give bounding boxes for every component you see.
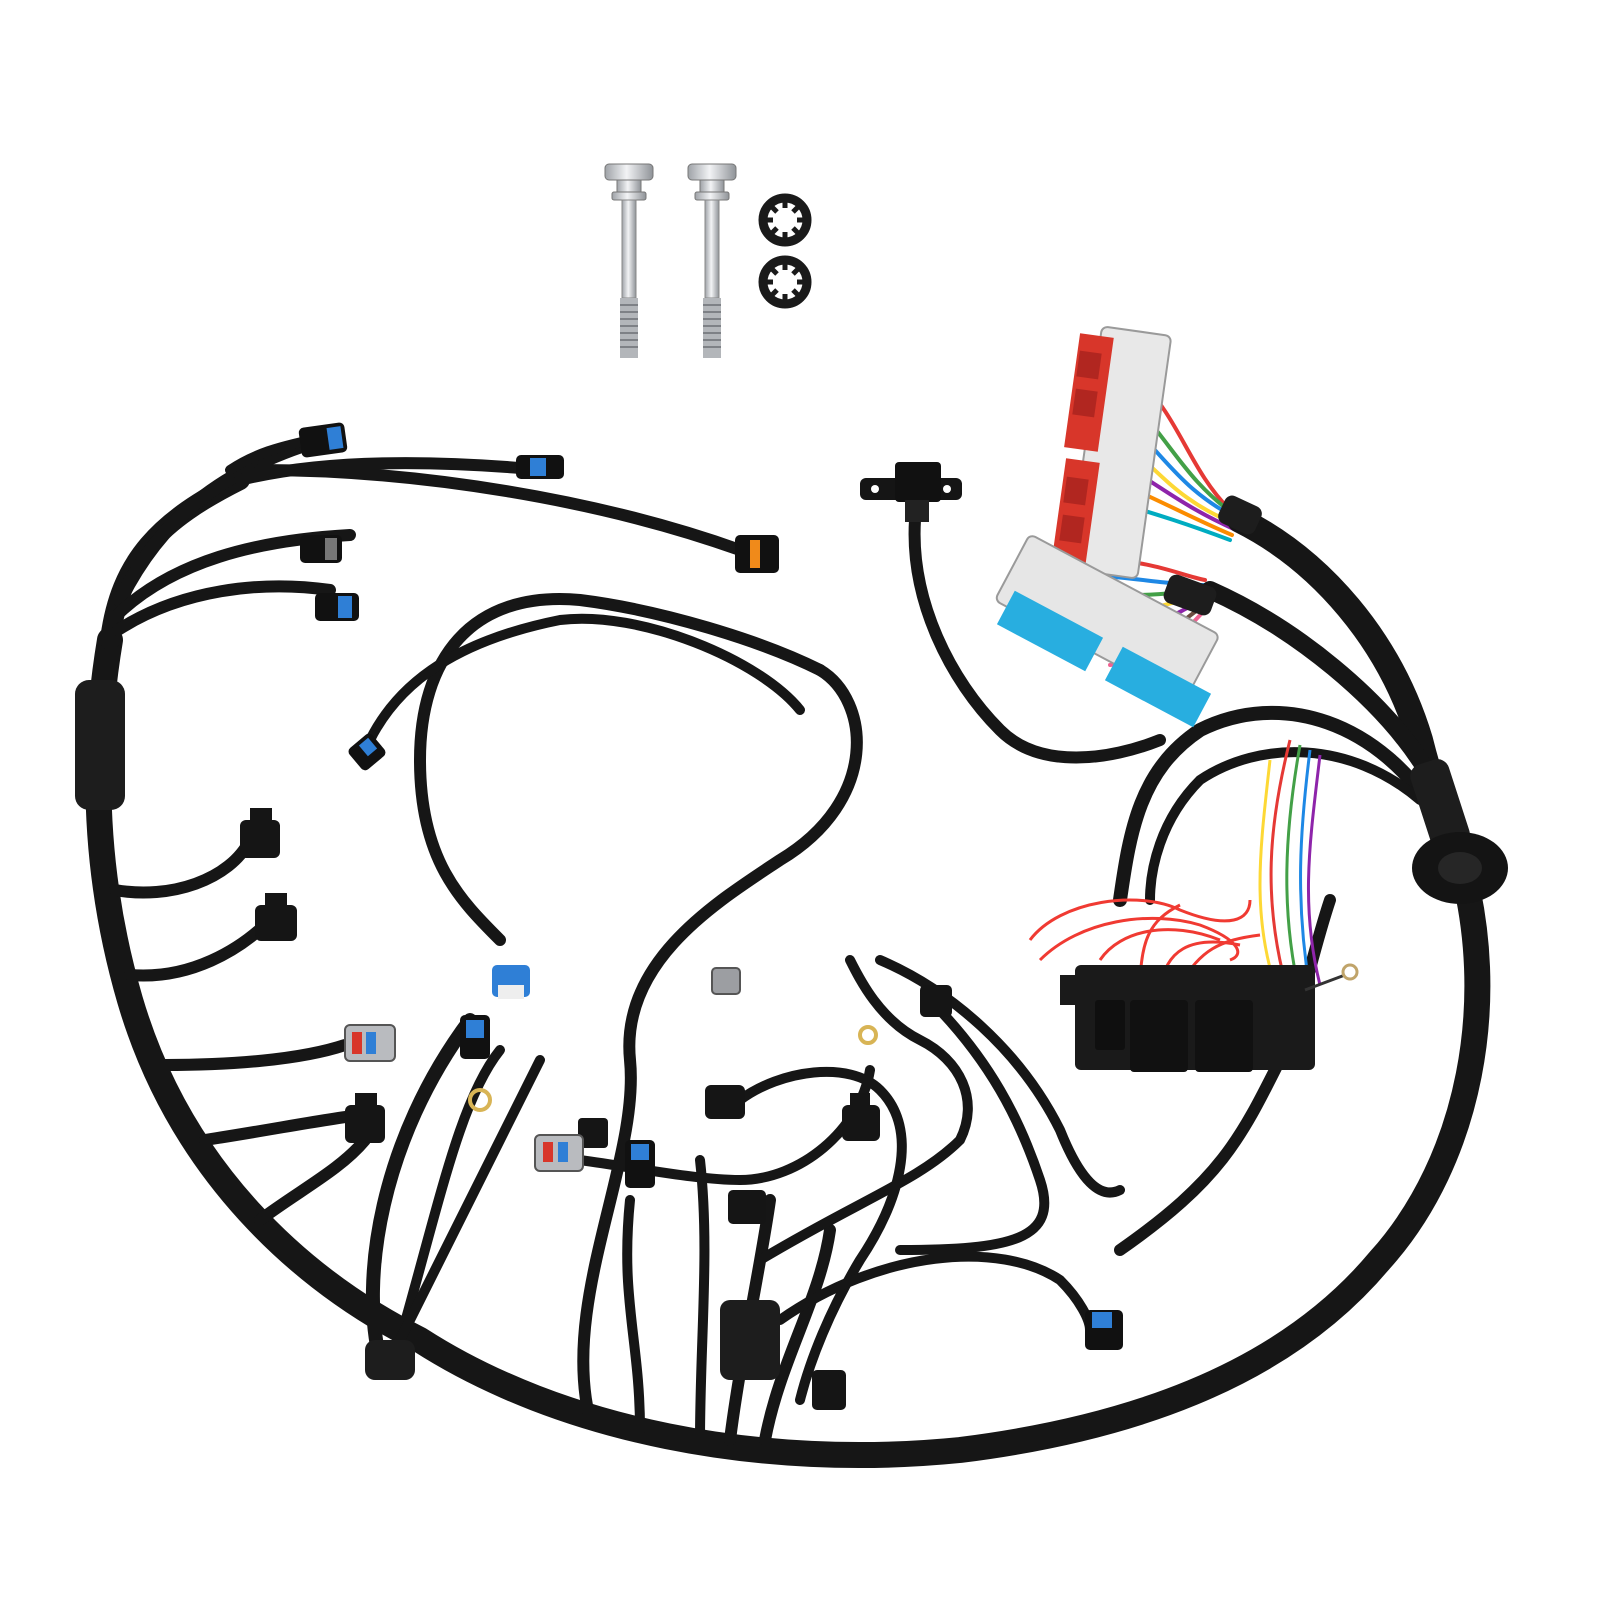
connector-blue-top-left xyxy=(298,422,348,458)
star-washer-top xyxy=(758,193,812,247)
harness-looms xyxy=(85,433,1491,1469)
connector-blue-center-top xyxy=(492,965,530,999)
connector-black-center xyxy=(578,1118,608,1148)
connector-blue-bottom-right xyxy=(1085,1310,1123,1350)
ring-terminal xyxy=(1304,963,1359,992)
injector-connector-2 xyxy=(255,893,297,941)
mounting-hardware xyxy=(604,163,812,358)
injector-connector-3 xyxy=(345,1093,385,1143)
connector-left-upper xyxy=(300,535,342,563)
connector-grey-center xyxy=(534,1134,584,1172)
connector-blue-left xyxy=(315,593,359,621)
rubber-grommet xyxy=(1412,832,1508,904)
injector-connector-4 xyxy=(705,1085,745,1119)
injector-connector-1 xyxy=(240,808,280,858)
connector-grey-small xyxy=(711,967,741,995)
bolt-right xyxy=(687,163,737,358)
connector-grey-left xyxy=(344,1024,396,1062)
connector-blue-inner xyxy=(348,733,386,771)
loom-junctions xyxy=(75,495,1470,1380)
connector-top-mid-right xyxy=(920,985,952,1017)
relay-block xyxy=(1060,965,1315,1072)
connector-blue-center-bottom xyxy=(625,1140,655,1188)
connector-bottom-center xyxy=(812,1370,846,1410)
ecu-connector-red xyxy=(1050,326,1172,579)
relay-1 xyxy=(1130,1000,1188,1072)
relay-2 xyxy=(1195,1000,1253,1072)
connector-orange-top xyxy=(735,535,779,573)
injector-connector-5 xyxy=(842,1093,880,1141)
harness-connectors xyxy=(240,422,1123,1410)
obd-connector xyxy=(860,462,962,522)
relay-colored-wires xyxy=(1258,739,1322,1001)
connector-blue-center-left xyxy=(460,1015,490,1059)
ecu-connector-blue xyxy=(995,535,1219,728)
ring-terminal-center xyxy=(468,1088,492,1112)
star-washer-bottom xyxy=(758,255,812,309)
ring-terminal-right xyxy=(858,1025,878,1045)
connector-blue-top-middle xyxy=(516,455,564,479)
connector-black-bottom xyxy=(728,1190,766,1224)
bolt-left xyxy=(604,163,654,358)
